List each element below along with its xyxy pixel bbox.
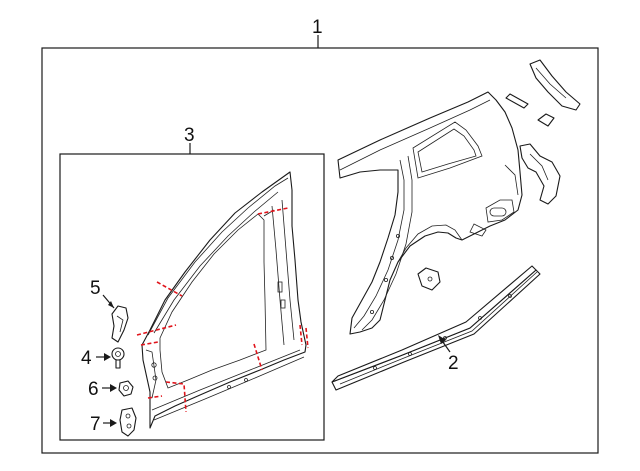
part-4-clip[interactable]: [111, 347, 125, 369]
callout-2[interactable]: 2: [448, 353, 459, 374]
part-7-bracket[interactable]: [119, 407, 137, 437]
part-5-bracket[interactable]: [111, 305, 129, 343]
callout-7[interactable]: 7: [90, 414, 101, 435]
callout-7-arrow: [110, 419, 117, 427]
callout-4-arrow: [104, 353, 111, 361]
small-strip[interactable]: [505, 93, 529, 109]
assembly-frame: [41, 47, 599, 454]
part-6-plug[interactable]: [118, 380, 134, 397]
rear-reinforcement-bracket[interactable]: [519, 143, 561, 205]
wheelhouse-bracket[interactable]: [417, 267, 441, 291]
roof-rail-bracket[interactable]: [529, 59, 581, 111]
callout-6-arrow: [110, 384, 117, 392]
rocker-panel-part-2[interactable]: [331, 265, 541, 391]
small-square-part[interactable]: [537, 113, 555, 127]
callout-5-arrow: [108, 301, 114, 308]
callout-3[interactable]: 3: [184, 125, 195, 146]
callout-6[interactable]: 6: [88, 379, 99, 400]
rear-quarter-panel[interactable]: [337, 91, 523, 335]
callout-2-arrow: [438, 335, 446, 344]
front-body-side-panel[interactable]: [141, 171, 307, 429]
callout-1[interactable]: 1: [312, 17, 323, 38]
callout-5[interactable]: 5: [90, 278, 101, 299]
inner-frame: [59, 153, 325, 441]
cut-lines: [136, 207, 309, 413]
callout-4[interactable]: 4: [81, 348, 92, 369]
